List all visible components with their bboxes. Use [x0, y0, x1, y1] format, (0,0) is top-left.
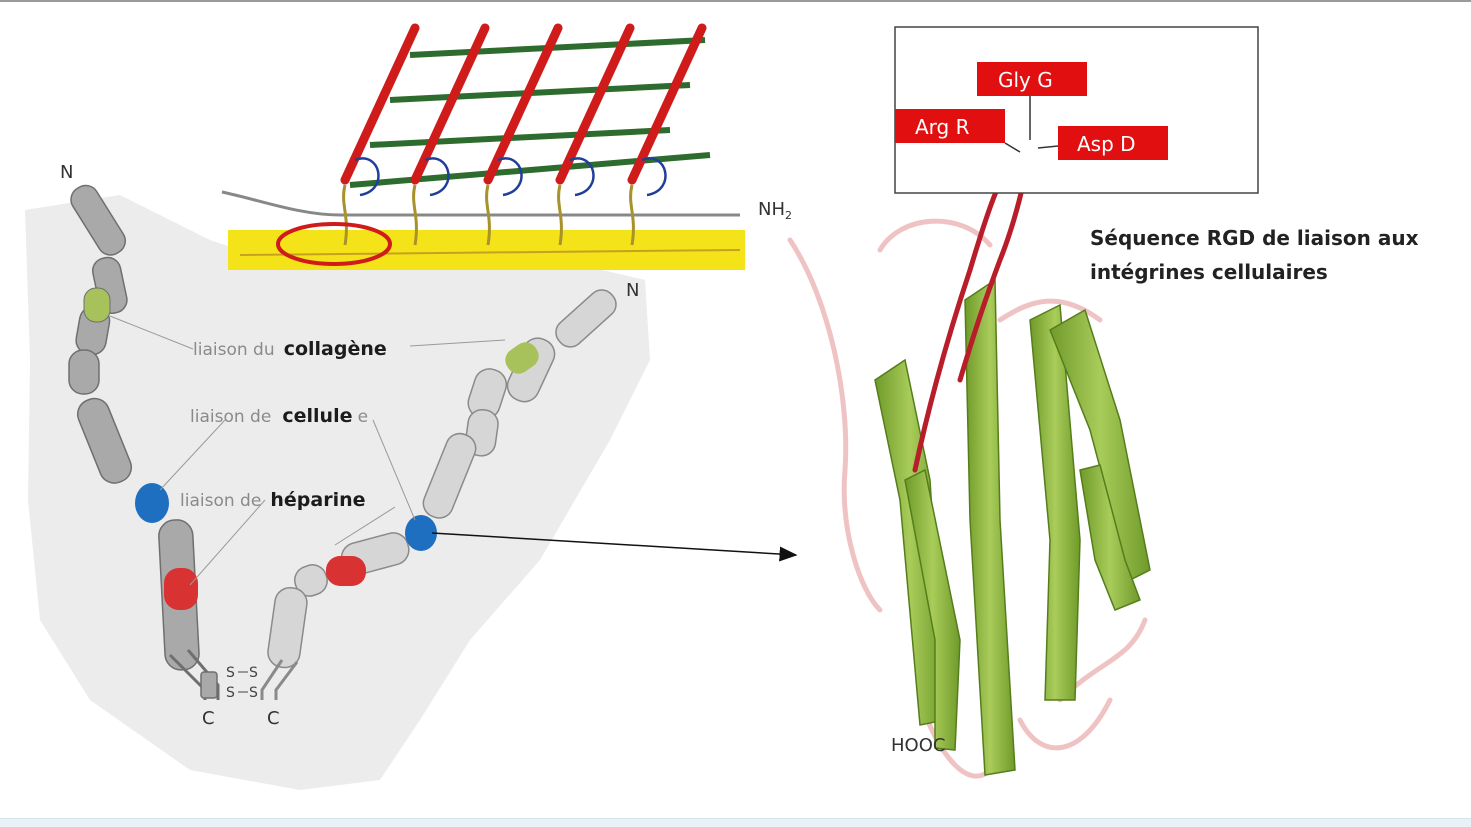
n-terminus-left: N — [60, 162, 73, 183]
rgd-inset: Gly G Arg R Asp D — [894, 26, 1259, 194]
matrix-membrane-inset — [221, 23, 745, 270]
integrin-anchors — [342, 184, 635, 246]
collagen-fibers — [340, 23, 707, 185]
asp-tag: Asp D — [1058, 126, 1168, 160]
gly-tag: Gly G — [977, 62, 1087, 96]
heparin-binding-domain-left — [164, 568, 198, 610]
fn3-domain-structure: NH2 HOOC — [758, 137, 1151, 779]
heparin-binding-label: liaison de héparine — [180, 489, 366, 511]
highlight-circle — [276, 222, 392, 266]
binding-leader-lines — [109, 315, 506, 586]
svg-text:S: S — [226, 665, 235, 681]
cell-binding-domain-left — [135, 483, 169, 523]
svg-text:S: S — [249, 665, 258, 681]
svg-text:Arg R: Arg R — [915, 115, 970, 139]
fibronectin-dimer: N N C C S S S S liaison du collagène lia… — [60, 162, 639, 729]
hooc-label: HOOC — [891, 735, 945, 756]
collagen-binding-domain-left — [83, 287, 111, 323]
svg-text:Gly G: Gly G — [998, 68, 1053, 92]
cell-binding-label: liaison de cellule e — [190, 405, 368, 427]
bottom-strip — [0, 818, 1471, 827]
green-crosslinks — [349, 37, 711, 188]
beta-strands — [874, 278, 1151, 776]
collagen-binding-domain-right — [505, 342, 539, 374]
svg-text:S: S — [226, 685, 235, 701]
top-border — [0, 0, 1471, 2]
zoom-arrow — [431, 532, 798, 562]
fibronectin-chain-right — [260, 289, 617, 700]
fibronectin-loops — [354, 157, 667, 197]
svg-text:Asp D: Asp D — [1077, 132, 1136, 156]
n-terminus-right: N — [626, 280, 639, 301]
c-terminus-left: C — [202, 708, 215, 729]
loop-backbone — [787, 218, 1148, 779]
arg-tag: Arg R — [895, 109, 1005, 143]
disulfide-bridges: S S S S — [226, 665, 258, 701]
heparin-binding-domain-right — [326, 556, 366, 586]
collagen-binding-label: liaison du collagène — [193, 338, 387, 360]
c-terminus-right: C — [267, 708, 280, 729]
nh2-label: NH2 — [758, 199, 792, 222]
cell-binding-domain-right — [405, 515, 437, 551]
rgd-caption-line1: Séquence RGD de liaison aux — [1090, 226, 1419, 250]
svg-text:S: S — [249, 685, 258, 701]
rgd-caption-line2: intégrines cellulaires — [1090, 260, 1328, 284]
